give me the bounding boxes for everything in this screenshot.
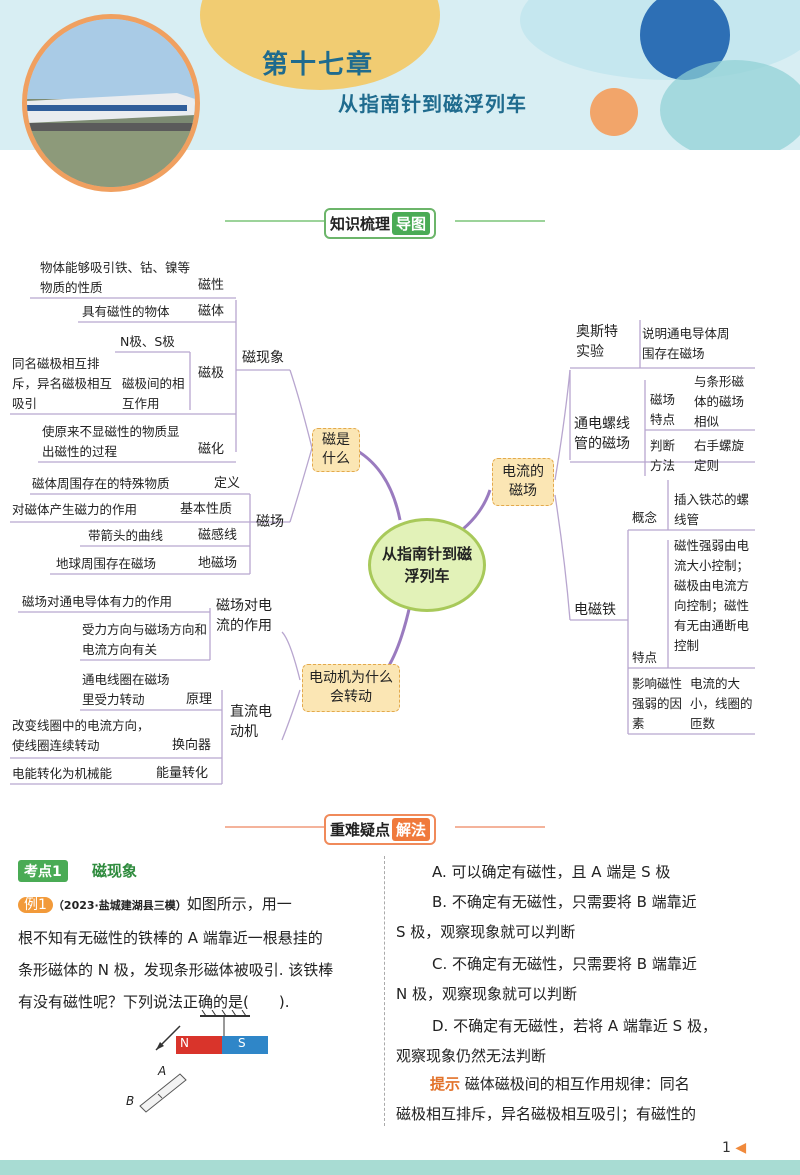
map-principle-desc: 通电线圈在磁场里受力转动 [82, 672, 170, 707]
map-judge-method: 判断方法 [650, 438, 676, 473]
map-commutator: 换向器 [172, 738, 212, 753]
question-text: 如图所示，用一 [186, 895, 292, 913]
map-electromagnet: 电磁铁 [574, 602, 616, 618]
decor-blob [660, 60, 800, 150]
map-magnet: 磁体 [198, 304, 225, 319]
map-field-property-desc: 对磁体产生磁力的作用 [12, 502, 138, 517]
question-source: （2023·盐城建湖县三模） [52, 899, 187, 912]
exam-point-title: 磁现象 [92, 862, 138, 880]
map-features-desc: 磁性强弱由电流大小控制；磁极由电流方向控制；磁性有无由通断电控制 [674, 538, 750, 653]
map-field-lines-desc: 带箭头的曲线 [88, 528, 164, 543]
node-label: 电动机为什么会转动 [309, 670, 393, 705]
map-commutator-desc: 改变线圈中的电流方向，使线圈连续转动 [12, 718, 150, 753]
option-d: D. 不确定有无磁性，若将 A 端靠近 S 极， [432, 1017, 717, 1035]
map-ns-poles: N极、S极 [120, 334, 175, 349]
mind-map-connectors [10, 297, 755, 785]
map-field-property: 基本性质 [180, 502, 233, 517]
node-label: 磁是什么 [322, 432, 350, 467]
option-b-cont: S 极，观察现象就可以判断 [396, 923, 576, 941]
page-number-value: 1 [722, 1140, 731, 1156]
chapter-header [0, 0, 800, 150]
question-text: 有没有磁性呢？下列说法正确的是( ). [18, 993, 290, 1011]
option-c-cont: N 极，观察现象就可以判断 [396, 985, 577, 1003]
magnet-figure [139, 1010, 268, 1113]
node-label: 电流的磁场 [502, 464, 544, 499]
map-magnetic-phenomenon: 磁现象 [242, 350, 284, 366]
hint-tag: 提示 [430, 1075, 461, 1093]
question-text: 根不知有无磁性的铁棒的 A 端靠近一根悬挂的 [18, 929, 323, 947]
section-divider [455, 220, 545, 222]
center-node-label: 从指南针到磁浮列车 [382, 545, 473, 585]
page-number: 1 ◀ [722, 1140, 747, 1156]
map-principle: 原理 [186, 692, 213, 707]
map-solenoid-feature: 磁场特点 [650, 392, 676, 427]
mindmap-center-node: 从指南针到磁浮列车 [368, 518, 486, 612]
map-pole-rule: 同名磁极相互排斥，异名磁极相互吸引 [12, 356, 113, 411]
question-text: 条形磁体的 N 极，发现条形磁体被吸引. 该铁棒 [18, 961, 334, 979]
figure-s-label: S [238, 1036, 246, 1050]
section-title-map: 知识梳理 导图 [324, 208, 437, 239]
map-concept-desc: 插入铁芯的螺线管 [674, 492, 750, 527]
map-judge-method-desc: 右手螺旋定则 [694, 438, 745, 473]
map-factors-desc: 电流的大小，线圈的匝数 [690, 676, 753, 731]
map-field-lines: 磁感线 [198, 528, 238, 543]
hint-text: 磁极相互排斥，异名磁极相互吸引；有磁性的 [396, 1105, 697, 1123]
example-tag: 例1 [18, 897, 53, 913]
footer-bar [0, 1160, 800, 1175]
map-field-force-on-current: 磁场对电流的作用 [216, 598, 272, 634]
node-why-motor-turns: 电动机为什么会转动 [302, 664, 400, 712]
map-oersted-desc: 说明通电导体周围存在磁场 [642, 326, 730, 361]
map-field-definition-desc: 磁体周围存在的特殊物质 [32, 476, 170, 491]
map-force-direction-desc: 受力方向与磁场方向和电流方向有关 [82, 622, 208, 657]
map-field-definition: 定义 [214, 476, 241, 491]
map-magnet-desc: 具有磁性的物体 [82, 304, 170, 319]
hint-text: 磁体磁极间的相互作用规律：同名 [464, 1075, 690, 1093]
figure-b-label: B [126, 1094, 135, 1108]
decor-dot [590, 88, 638, 136]
map-solenoid-feature-desc: 与条形磁体的磁场相似 [694, 374, 745, 429]
node-what-is-magnet: 磁是什么 [312, 428, 360, 472]
map-magnetization-desc: 使原来不显磁性的物质显出磁性的过程 [42, 424, 180, 459]
map-magnetism: 磁性 [198, 278, 225, 293]
section-title-highlight: 导图 [392, 212, 431, 235]
map-geomagnetic-desc: 地球周围存在磁场 [56, 556, 157, 571]
section-divider [455, 826, 545, 828]
node-current-magnetic-field: 电流的磁场 [492, 458, 554, 506]
map-pole: 磁极 [198, 366, 225, 381]
column-divider [384, 856, 385, 1126]
option-b: B. 不确定有无磁性，只需要将 B 端靠近 [432, 893, 697, 911]
option-d-cont: 观察现象仍然无法判断 [396, 1047, 547, 1065]
map-magnetism-desc: 物体能够吸引铁、钴、镍等物质的性质 [40, 260, 191, 295]
map-field-force-desc: 磁场对通电导体有力的作用 [22, 594, 173, 609]
chapter-title: 从指南针到磁浮列车 [338, 92, 527, 116]
figure-n-label: N [180, 1036, 189, 1050]
section-title-methods: 重难疑点 解法 [324, 814, 437, 845]
map-energy-conversion: 能量转化 [156, 766, 209, 781]
exam-point-tag: 考点1 [18, 860, 68, 882]
map-oersted: 奥斯特实验 [576, 324, 618, 360]
map-features: 特点 [632, 650, 658, 665]
section-divider [225, 220, 325, 222]
section-title-highlight: 解法 [392, 818, 431, 841]
section-divider [225, 826, 325, 828]
map-factors: 影响磁性强弱的因素 [632, 676, 683, 731]
figure-a-label: A [158, 1064, 167, 1078]
option-a: A. 可以确定有磁性，且 A 端是 S 极 [432, 863, 671, 881]
hint-line: 提示 磁体磁极间的相互作用规律：同名 [430, 1070, 690, 1098]
map-magnetic-field: 磁场 [256, 514, 284, 530]
map-solenoid: 通电螺线管的磁场 [574, 416, 630, 452]
option-c: C. 不确定有无磁性，只需要将 B 端靠近 [432, 955, 697, 973]
section-title-text: 重难疑点 [330, 821, 391, 839]
map-energy-desc: 电能转化为机械能 [12, 766, 113, 781]
map-magnetization: 磁化 [198, 442, 225, 457]
chapter-number: 第十七章 [262, 50, 375, 80]
map-concept: 概念 [632, 510, 658, 525]
section-title-text: 知识梳理 [330, 215, 391, 233]
example-question-line: 例1（2023·盐城建湖县三模）如图所示，用一 [18, 890, 292, 920]
map-geomagnetic: 地磁场 [198, 556, 238, 571]
map-pole-interaction: 磁极间的相互作用 [122, 376, 185, 411]
map-dc-motor: 直流电动机 [230, 704, 272, 740]
